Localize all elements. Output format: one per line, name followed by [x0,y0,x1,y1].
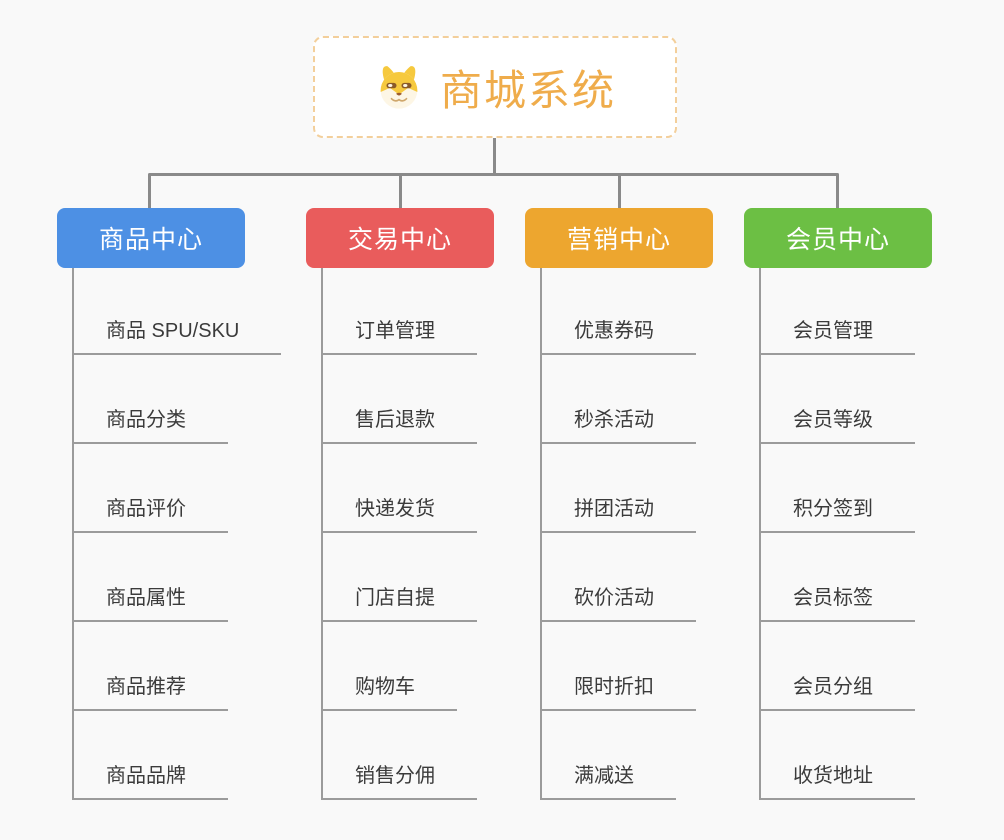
branch-member-center: 会员中心 会员管理 会员等级 积分签到 会员标签 会员分组 收货地址 [744,208,932,808]
branch-marketing-center: 营销中心 优惠券码 秒杀活动 拼团活动 砍价活动 限时折扣 满减送 [525,208,713,808]
leaf-node-order-management[interactable]: 订单管理 [321,319,477,355]
root-title: 商城系统 [439,66,616,114]
branch-label: 交易中心 [347,226,452,254]
leaf-node-aftersale-refund[interactable]: 售后退款 [321,408,477,444]
leaf-node-limited-time-discount[interactable]: 限时折扣 [540,675,696,711]
branch-product-center: 商品中心 商品 SPU/SKU 商品分类 商品评价 商品属性 商品推荐 商品品牌 [57,208,282,808]
leaf-node-express-shipping[interactable]: 快递发货 [321,497,477,533]
connector-branch-trunk [759,268,761,800]
branch-label: 营销中心 [566,226,671,254]
leaf-node-product-recommend[interactable]: 商品推荐 [72,675,228,711]
connector-drop-member [836,175,839,208]
branch-node-trade-center[interactable]: 交易中心 [306,208,494,268]
branch-node-marketing-center[interactable]: 营销中心 [525,208,713,268]
leaf-node-bargain-activity[interactable]: 砍价活动 [540,586,696,622]
leaf-node-member-group[interactable]: 会员分组 [759,675,915,711]
branch-label: 会员中心 [785,226,890,254]
leaf-node-coupon-code[interactable]: 优惠券码 [540,319,696,355]
leaf-node-member-management[interactable]: 会员管理 [759,319,915,355]
leaf-node-sales-commission[interactable]: 销售分佣 [321,764,477,800]
connector-horizontal-bus [148,173,839,176]
leaf-node-shopping-cart[interactable]: 购物车 [321,675,457,711]
root-node[interactable]: 商城系统 [313,36,677,138]
connector-drop-trade [399,175,402,208]
branch-node-product-center[interactable]: 商品中心 [57,208,245,268]
leaf-node-flash-sale[interactable]: 秒杀活动 [540,408,696,444]
leaf-node-group-buy[interactable]: 拼团活动 [540,497,696,533]
connector-branch-trunk [72,268,74,800]
leaf-node-product-review[interactable]: 商品评价 [72,497,228,533]
leaf-node-product-spu-sku[interactable]: 商品 SPU/SKU [72,319,282,355]
connector-drop-product [148,175,151,208]
leaf-node-store-pickup[interactable]: 门店自提 [321,586,477,622]
branch-node-member-center[interactable]: 会员中心 [744,208,932,268]
connector-branch-trunk [540,268,542,800]
connector-root-trunk [493,136,496,175]
leaf-node-member-level[interactable]: 会员等级 [759,408,915,444]
branch-label: 商品中心 [98,226,203,254]
leaf-node-shipping-address[interactable]: 收货地址 [759,764,915,800]
leaf-node-product-brand[interactable]: 商品品牌 [72,764,228,800]
leaf-node-product-attribute[interactable]: 商品属性 [72,586,228,622]
branch-trade-center: 交易中心 订单管理 售后退款 快递发货 门店自提 购物车 销售分佣 [306,208,494,808]
leaf-node-spend-and-save[interactable]: 满减送 [540,764,676,800]
doge-dog-face-icon [374,62,424,112]
leaf-node-member-tag[interactable]: 会员标签 [759,586,915,622]
connector-drop-marketing [618,175,621,208]
leaf-node-points-checkin[interactable]: 积分签到 [759,497,915,533]
leaf-node-product-category[interactable]: 商品分类 [72,408,228,444]
connector-branch-trunk [321,268,323,800]
